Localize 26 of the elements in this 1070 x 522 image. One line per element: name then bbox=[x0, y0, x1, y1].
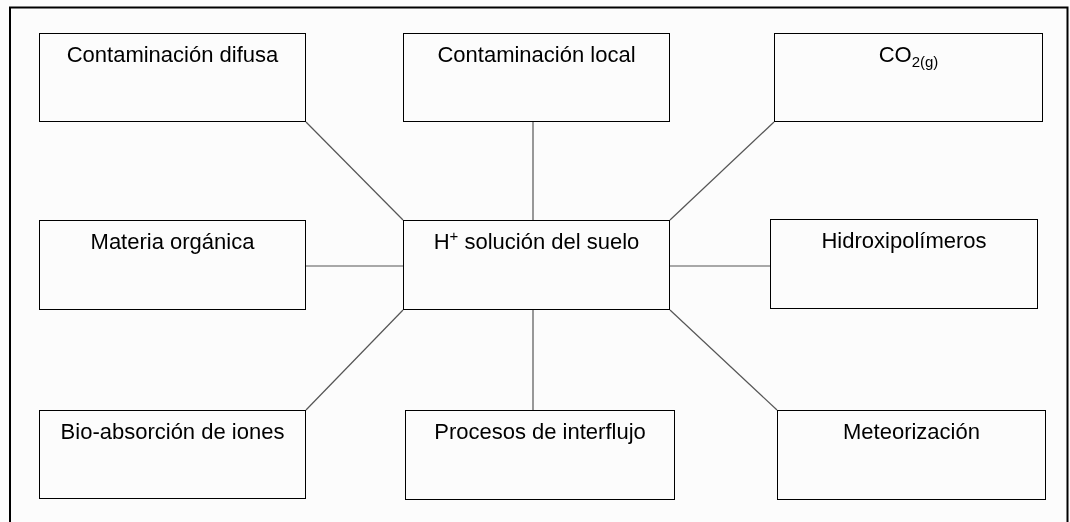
connector-line bbox=[669, 265, 771, 267]
node-label: CO$_{2(g)}$ bbox=[877, 42, 940, 68]
node-label: H$^{+}$ solución del suelo bbox=[432, 229, 641, 255]
text-box bbox=[39, 220, 306, 310]
text-box bbox=[770, 219, 1038, 309]
text-box bbox=[39, 33, 306, 122]
text-box bbox=[774, 33, 1043, 122]
text-box bbox=[39, 410, 306, 499]
text-box bbox=[403, 220, 670, 310]
text-box bbox=[405, 410, 675, 500]
connector-line bbox=[305, 121, 404, 221]
text-box bbox=[777, 410, 1046, 500]
connector-line bbox=[305, 265, 404, 267]
connector-line bbox=[532, 121, 534, 221]
connector-line bbox=[669, 121, 775, 221]
node-label: Materia orgánica bbox=[89, 229, 256, 255]
text-box bbox=[403, 33, 670, 122]
node-label: Meteorización bbox=[842, 419, 981, 445]
connector-line bbox=[669, 309, 778, 411]
node-label: Hidroxipolímeros bbox=[820, 228, 988, 254]
node-label: Contaminación difusa bbox=[65, 42, 280, 68]
node-label: Bio-absorción de iones bbox=[59, 419, 286, 445]
node-label: Procesos de interflujo bbox=[433, 419, 647, 445]
node-label: Contaminación local bbox=[436, 42, 637, 68]
connector-line bbox=[532, 309, 534, 411]
connector-line bbox=[305, 309, 404, 411]
